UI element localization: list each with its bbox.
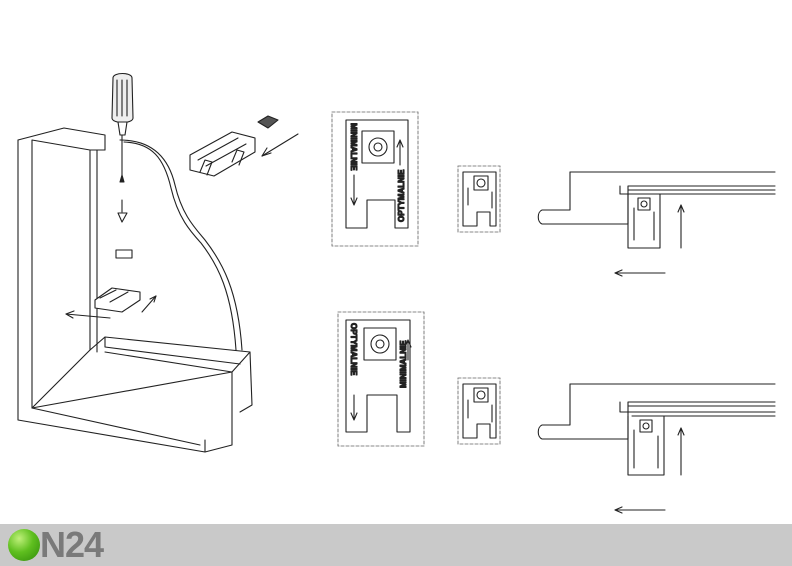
site-logo[interactable]: N24 bbox=[8, 524, 104, 565]
label-optymalnie-bottom: OPTYMALNIE bbox=[349, 323, 358, 376]
label-minimalnie-top: MINIMALNIE bbox=[349, 123, 358, 171]
logo-text: N24 bbox=[40, 524, 104, 565]
template-small-top bbox=[457, 165, 501, 233]
template-bottom bbox=[337, 311, 425, 447]
template-top bbox=[331, 111, 419, 247]
installation-diagram: MINIMALNIE OPTYMALNIE OPTYMALNIE MINIMAL… bbox=[17, 72, 776, 514]
green-ball-icon bbox=[8, 529, 40, 561]
mounting-plate-exploded bbox=[189, 115, 299, 177]
footer-bar: N24 bbox=[0, 524, 792, 566]
cabinet-frame-drawing bbox=[17, 72, 253, 453]
profile-section-bottom bbox=[537, 383, 776, 514]
label-optymalnie-top: OPTYMALNIE bbox=[397, 169, 406, 222]
template-small-bottom bbox=[457, 377, 501, 445]
profile-section-top bbox=[537, 171, 776, 277]
label-minimalnie-bottom: MINIMALNIE bbox=[399, 340, 408, 388]
